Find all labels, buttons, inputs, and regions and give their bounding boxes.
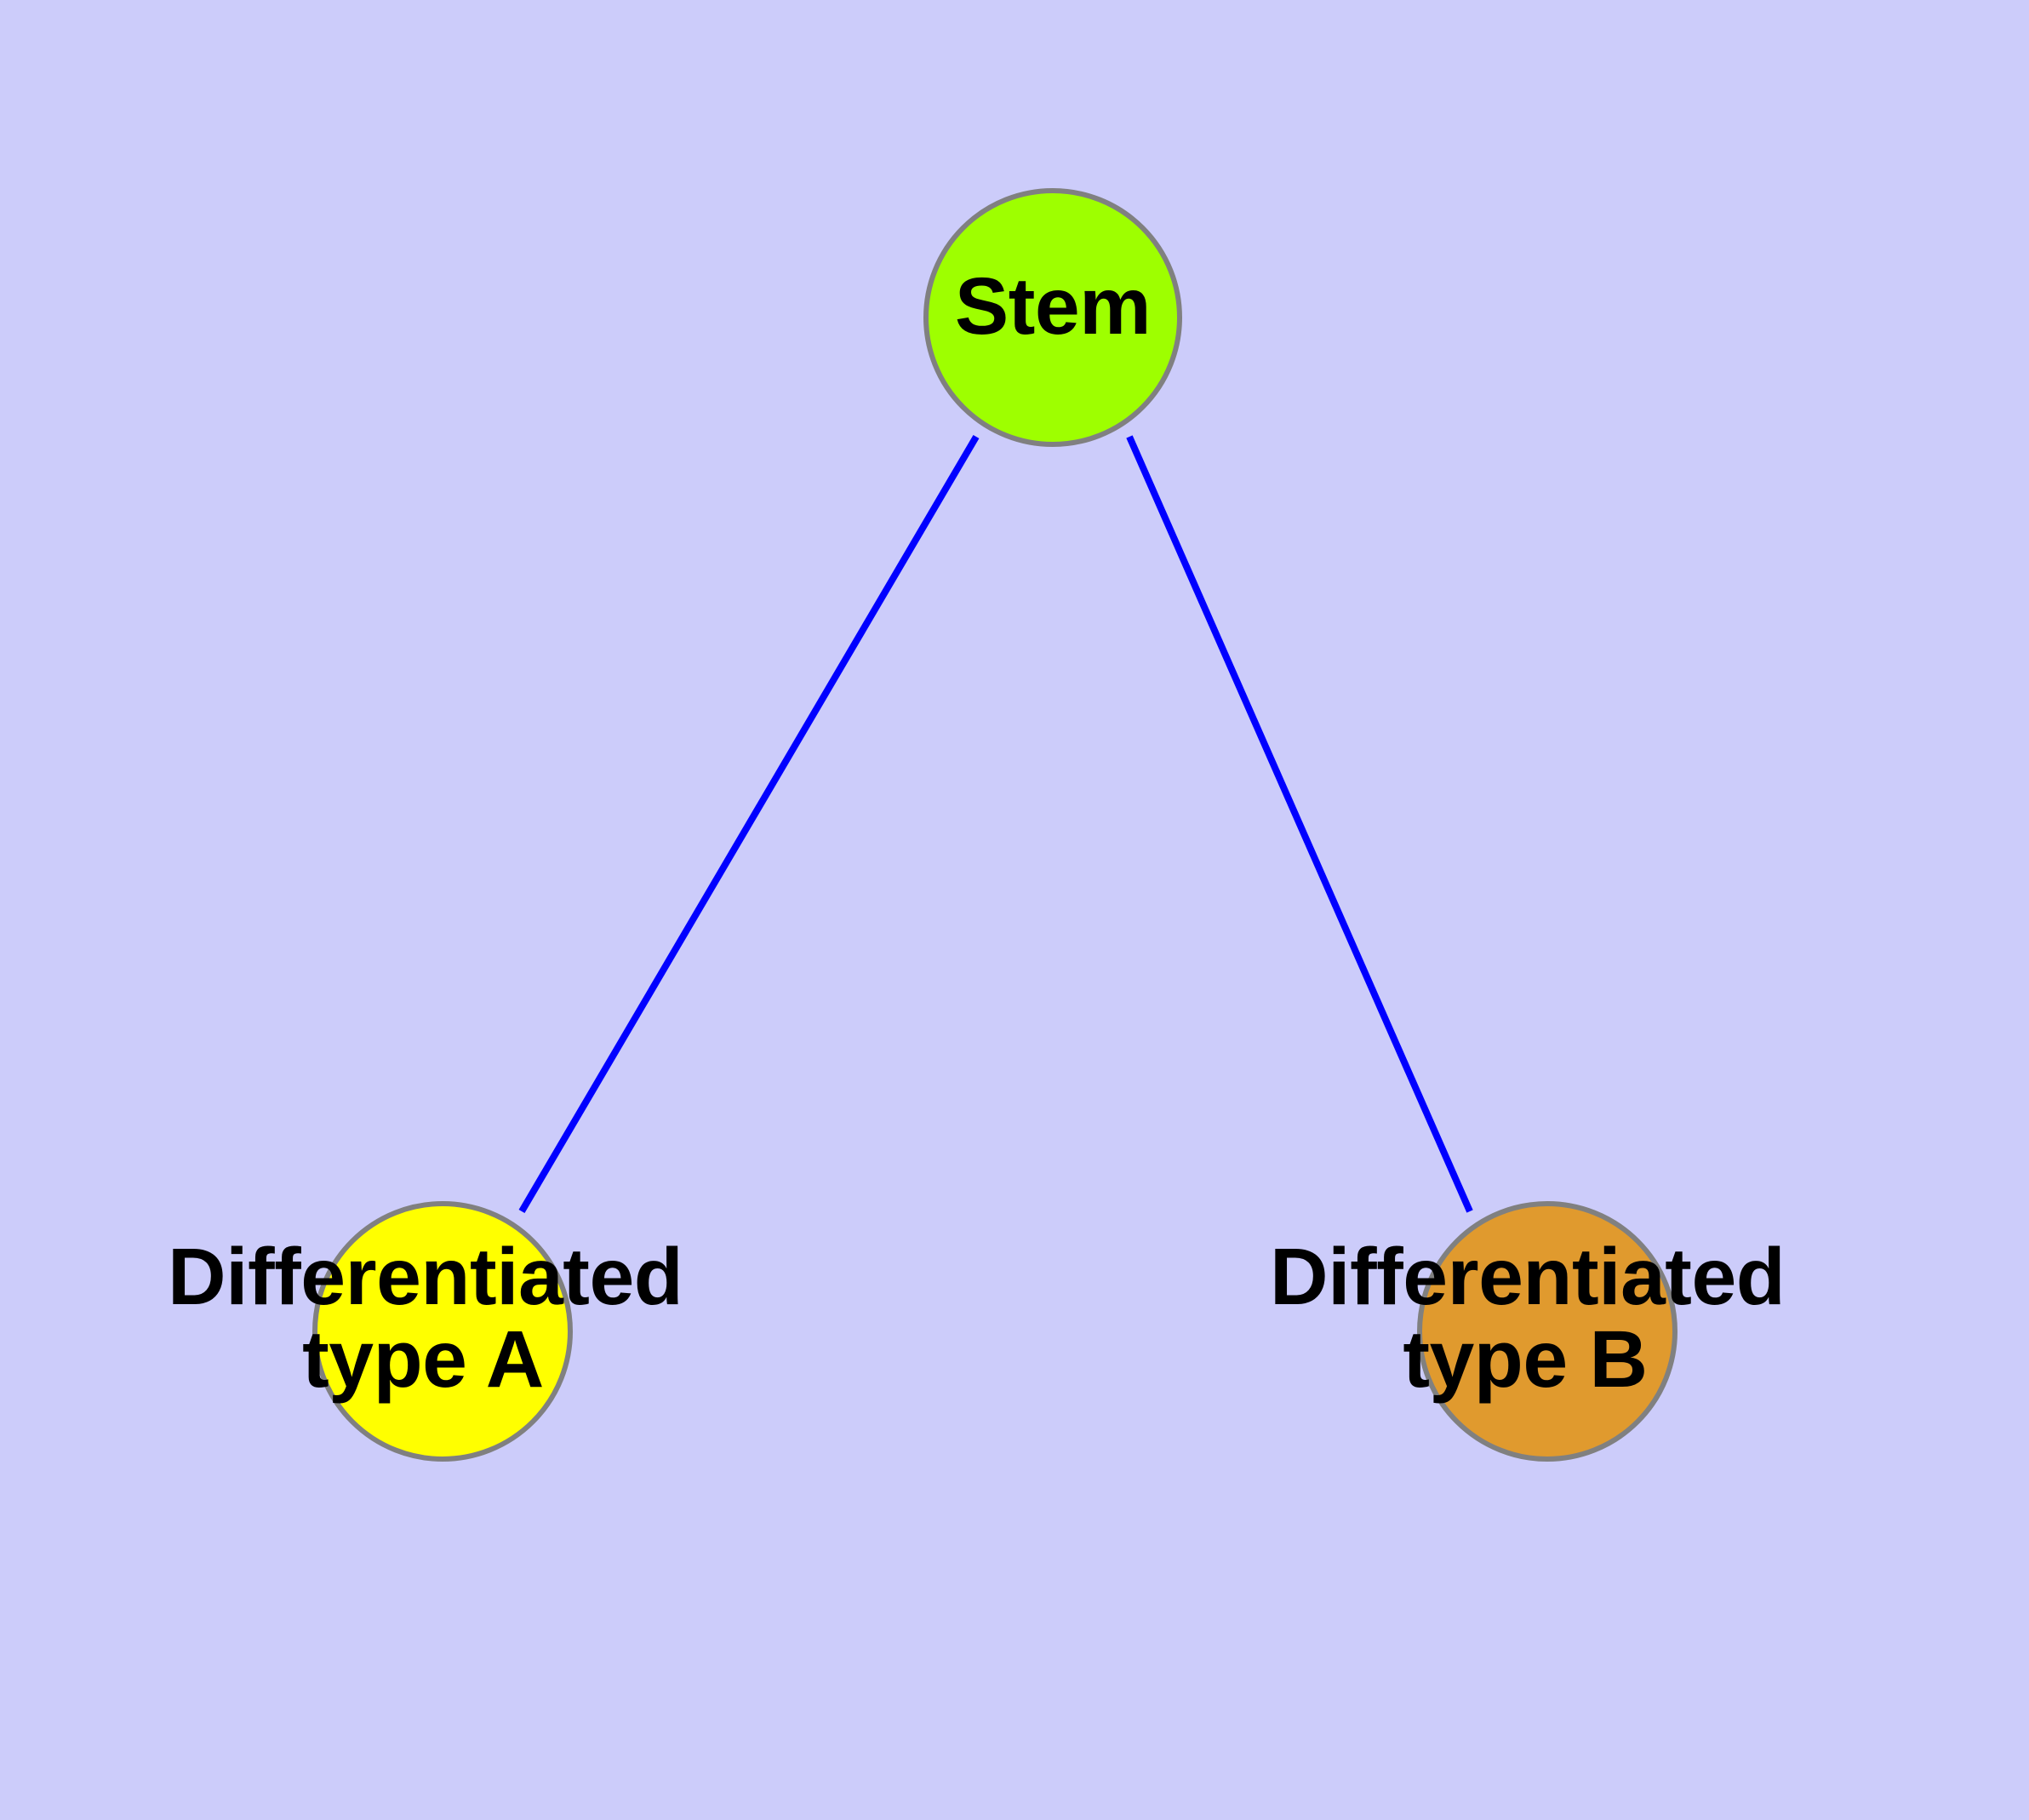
node-stem-label-line-1: Stem bbox=[954, 261, 1152, 352]
node-differentiated-type-b-label-line-1: Differentiated bbox=[1270, 1232, 1786, 1322]
edge-stem-to-diff-a bbox=[518, 434, 980, 1214]
node-stem[interactable] bbox=[923, 188, 1182, 447]
node-differentiated-type-a[interactable] bbox=[312, 1201, 573, 1462]
node-differentiated-type-a-label-line-1: Differentiated bbox=[168, 1232, 683, 1322]
edge-stem-to-diff-b bbox=[1126, 435, 1473, 1213]
node-differentiated-type-b-label-line-2: type B bbox=[1403, 1313, 1648, 1405]
node-differentiated-type-b[interactable] bbox=[1417, 1201, 1677, 1462]
node-stem-label: Stem bbox=[797, 266, 1308, 348]
node-differentiated-type-a-label: Differentiated type A bbox=[168, 1232, 683, 1405]
node-differentiated-type-b-label: Differentiated type B bbox=[1270, 1232, 1786, 1405]
node-differentiated-type-a-label-line-2: type A bbox=[302, 1313, 544, 1405]
